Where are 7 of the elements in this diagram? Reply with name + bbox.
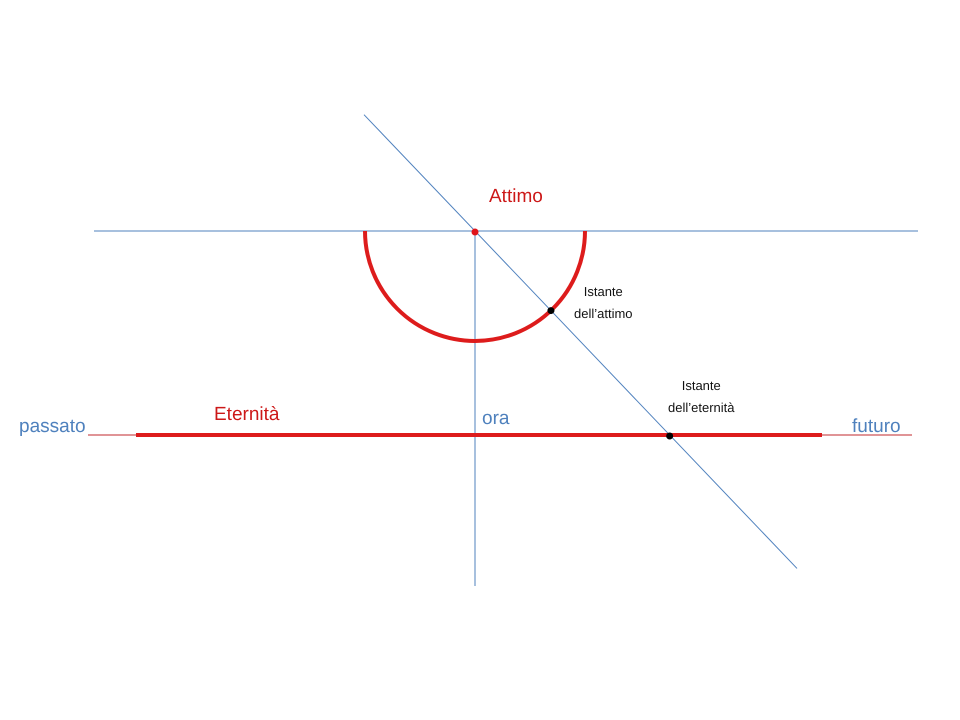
diagram-label: Attimo: [489, 185, 543, 209]
diagram-label: Eternità: [214, 403, 280, 427]
diagram-label: Istante dell’attimo: [574, 283, 633, 323]
diagram-label: ora: [482, 407, 510, 431]
diagram-label: futuro: [852, 415, 901, 439]
diagram-label: passato: [19, 415, 86, 439]
diagram-label: Istante dell’eternità: [668, 377, 734, 417]
